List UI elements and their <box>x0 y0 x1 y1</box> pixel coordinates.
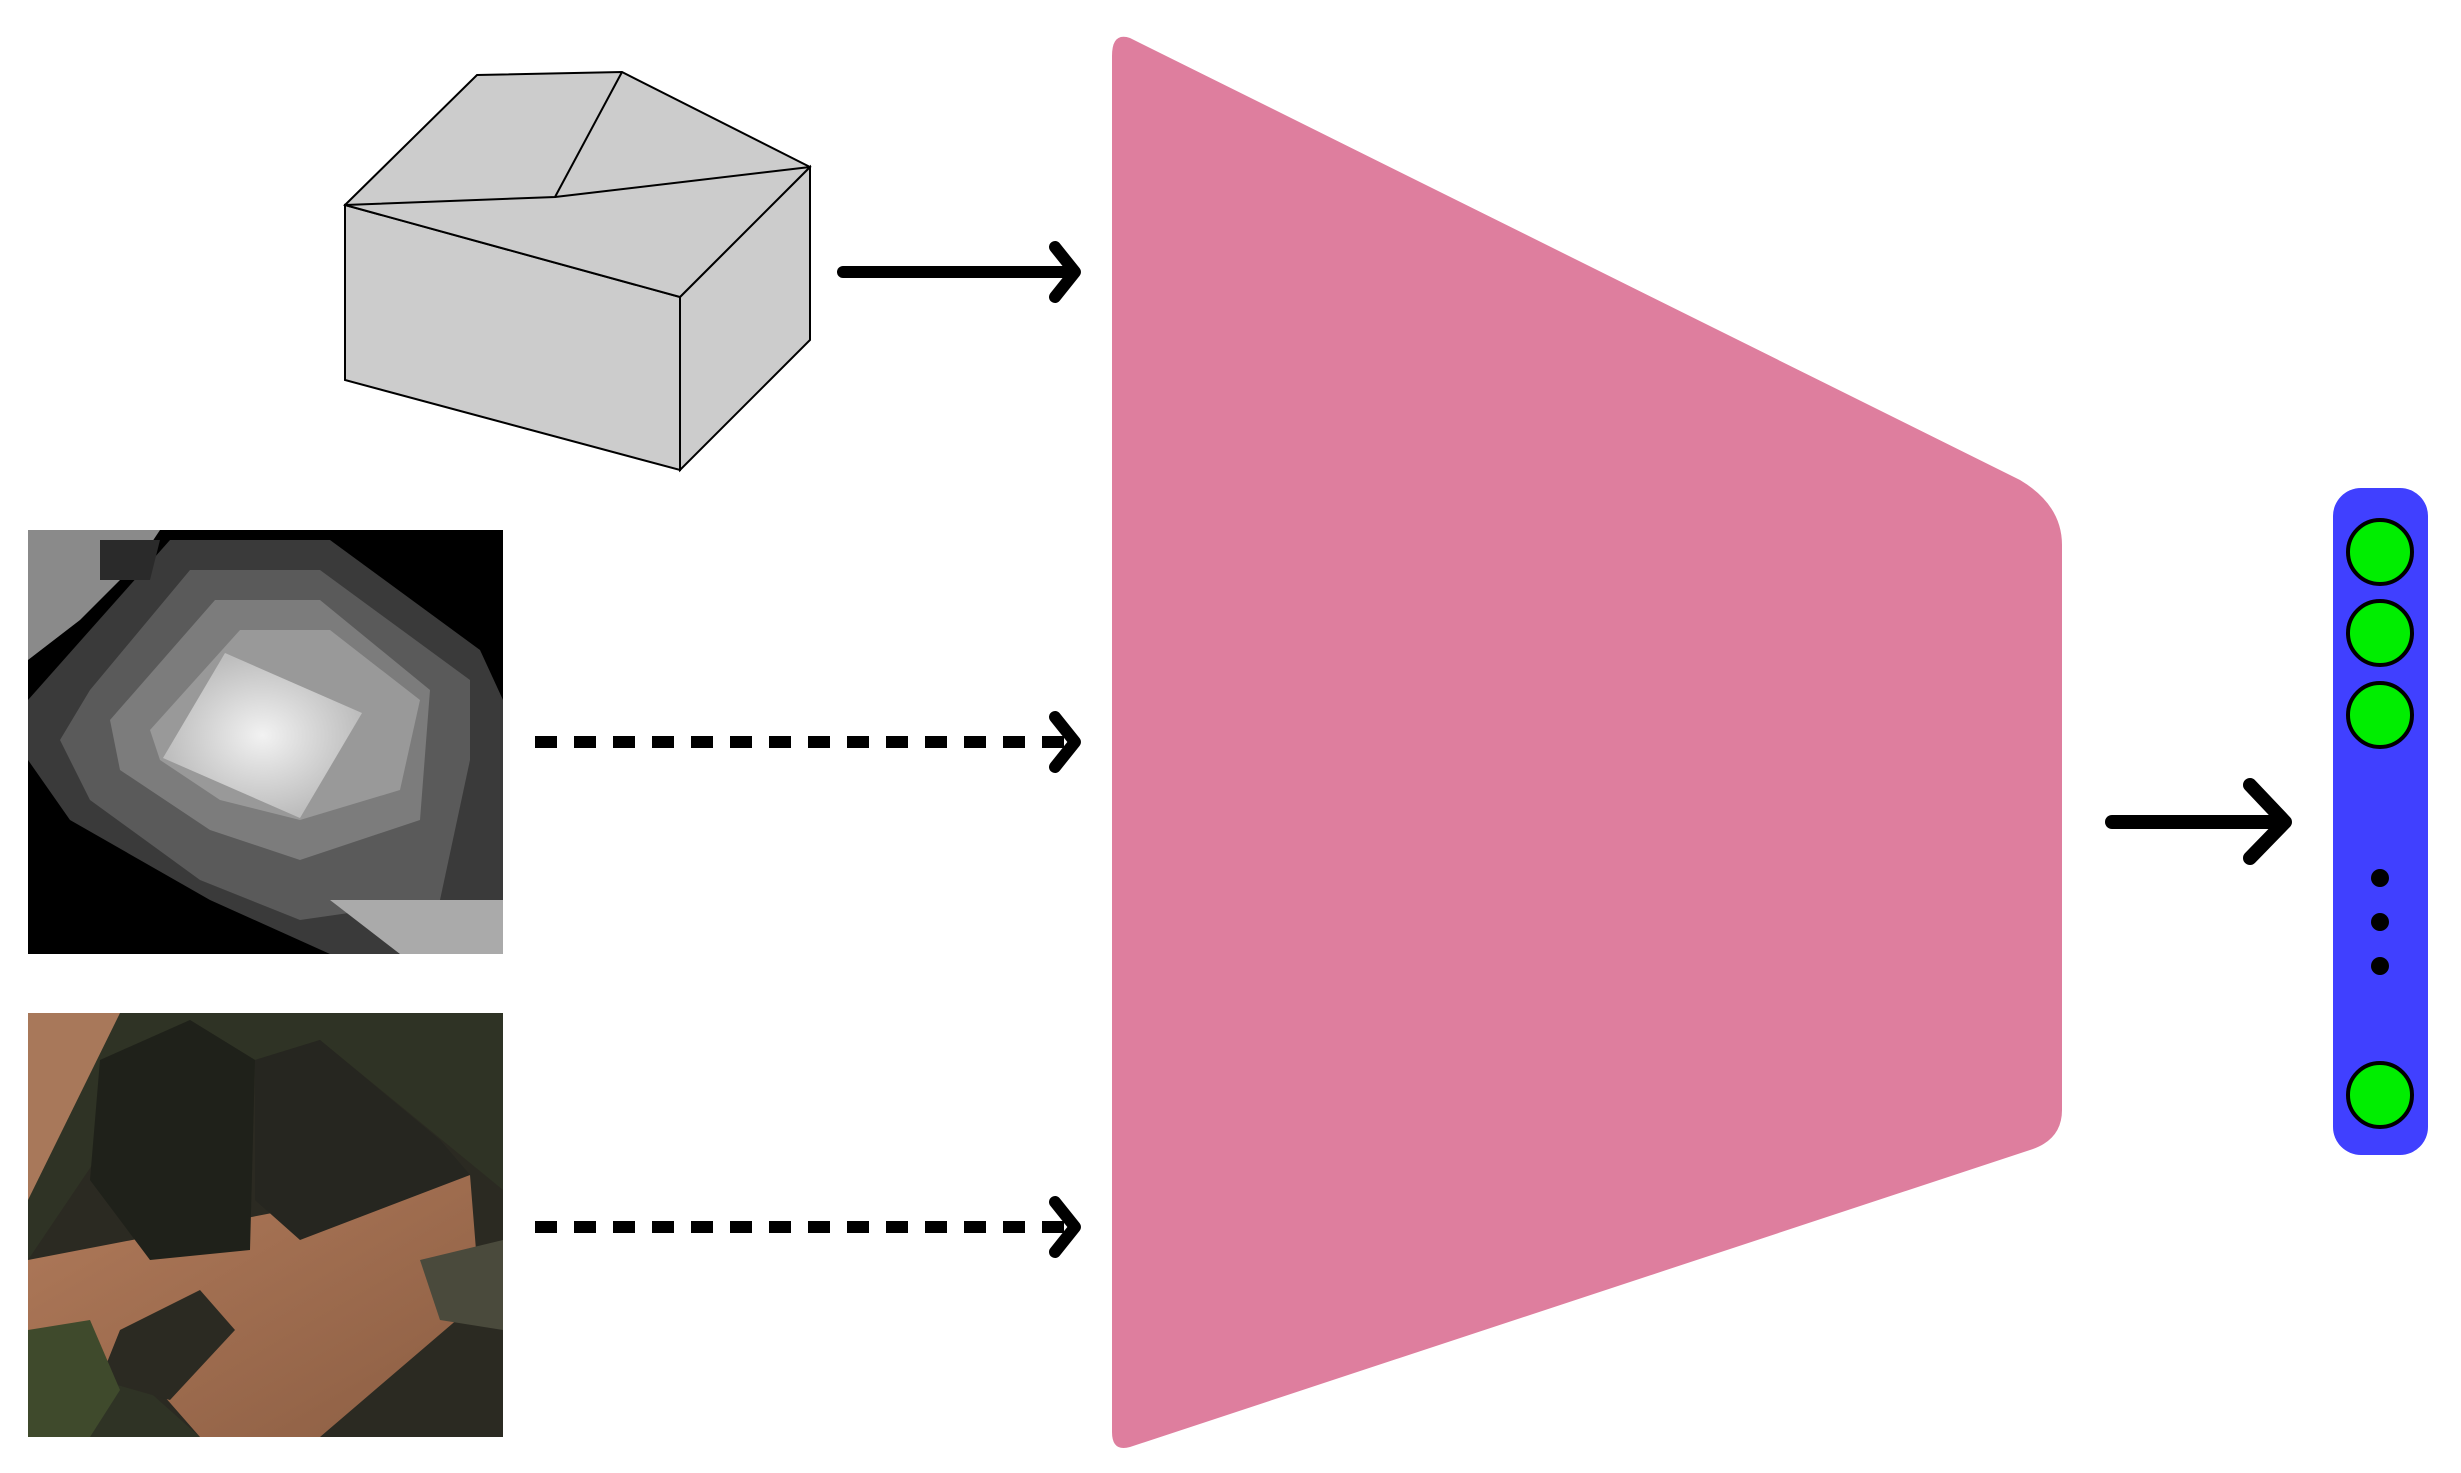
embedding-node <box>2346 1061 2414 1129</box>
building-3d-model <box>343 70 812 473</box>
embedding-vector <box>2333 488 2428 1155</box>
ellipsis-dot <box>2371 957 2389 975</box>
encoder-network <box>1112 36 2062 1448</box>
dashed-arrow-middle <box>535 711 1081 773</box>
solid-arrow-top <box>837 241 1081 303</box>
output-arrow <box>2105 778 2292 865</box>
dashed-arrow-bottom <box>535 1196 1081 1258</box>
depth-map-image <box>28 530 503 954</box>
embedding-node <box>2346 599 2414 667</box>
model-roof <box>343 70 812 299</box>
embedding-container <box>2333 488 2428 1155</box>
aerial-rgb-image <box>28 1013 503 1437</box>
model-hip-line <box>554 166 811 198</box>
ellipsis-dot <box>2371 913 2389 931</box>
embedding-node <box>2346 681 2414 749</box>
embedding-node <box>2346 518 2414 586</box>
ellipsis-dot <box>2371 869 2389 887</box>
